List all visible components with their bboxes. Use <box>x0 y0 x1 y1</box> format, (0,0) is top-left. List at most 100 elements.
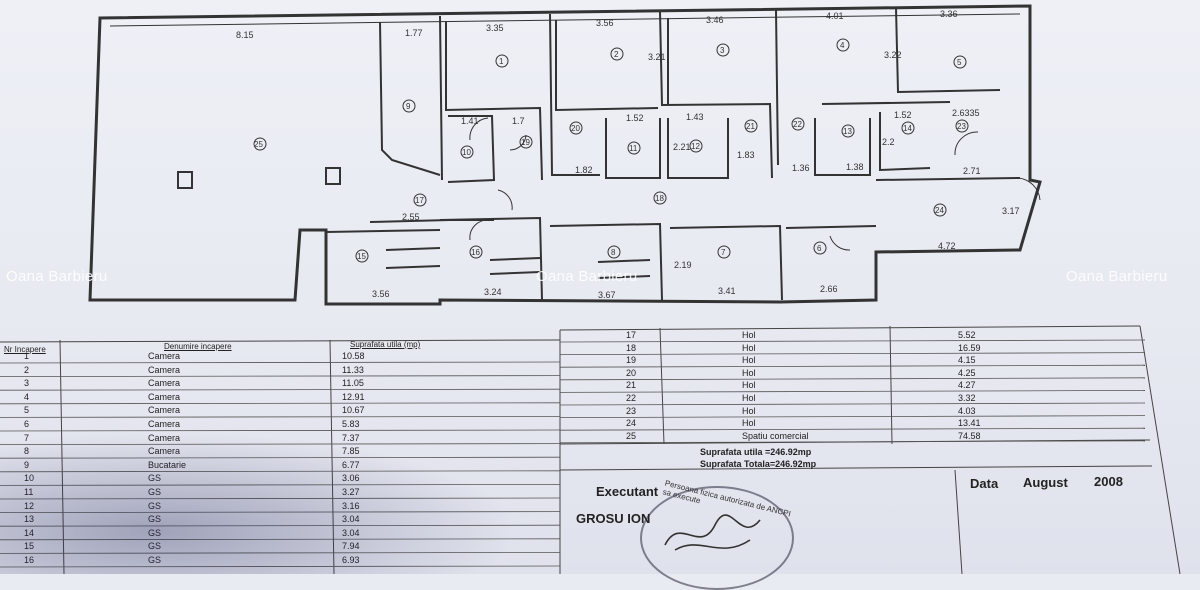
table-cell-name: GS <box>148 487 161 497</box>
dimension-label: 2.2 <box>882 137 895 147</box>
dimension-label: 2.6335 <box>952 108 980 118</box>
table-cell-nr: 18 <box>626 342 637 353</box>
header-area: Suprafata utila (mp) <box>350 340 421 349</box>
signature-scribble <box>664 514 761 551</box>
table-cell-nr: 20 <box>626 367 637 378</box>
dimension-label: 2.55 <box>402 212 420 222</box>
table-cell-area: 10.67 <box>342 405 365 416</box>
table-cell-area: 7.85 <box>342 446 360 456</box>
table-cell-area: 5.52 <box>958 330 976 340</box>
dimension-label: 3.24 <box>484 287 502 297</box>
room-id: 14 <box>903 124 912 133</box>
table-cell-area: 7.37 <box>342 433 360 443</box>
table-cell-nr: 10 <box>24 473 34 483</box>
table-cell-area: 3.04 <box>342 528 360 538</box>
table-cell-nr: 11 <box>24 487 33 497</box>
dimension-label: 2.21 <box>673 142 691 152</box>
table-cell-name: Camera <box>148 378 181 389</box>
table-cell-nr: 14 <box>24 528 34 538</box>
room-id: 22 <box>793 120 802 129</box>
dimension-label: 3.35 <box>486 23 504 33</box>
table-cell-nr: 1 <box>24 351 30 361</box>
dimension-label: 3.56 <box>596 18 614 28</box>
table-cell-area: 5.83 <box>342 419 360 429</box>
room-id: 16 <box>471 248 480 257</box>
table-cell-name: Camera <box>148 446 180 456</box>
table-cell-nr: 24 <box>626 418 637 429</box>
dimension-label: 3.36 <box>940 9 958 19</box>
dimension-label: 3.17 <box>1002 206 1020 216</box>
dimension-label: 1.38 <box>846 162 864 172</box>
dimension-label: 4.01 <box>826 11 844 21</box>
table-cell-name: Hol <box>742 342 756 353</box>
table-cell-name: Camera <box>148 364 181 375</box>
table-cell-area: 6.77 <box>342 460 360 470</box>
table-cell-name: Hol <box>742 393 756 403</box>
table-cell-area: 16.59 <box>958 342 981 353</box>
table-cell-area: 7.94 <box>342 541 360 551</box>
dimension-label: 1.52 <box>894 110 912 120</box>
watermark-right: Oana Barbieru <box>1066 268 1168 285</box>
table-cell-area: 3.06 <box>342 473 360 483</box>
room-id: 10 <box>462 148 471 157</box>
dimension-label: 3.21 <box>648 52 666 62</box>
room-id: 13 <box>843 127 852 136</box>
table-cell-nr: 3 <box>24 378 30 389</box>
table-cell-nr: 7 <box>24 433 29 443</box>
table-cell-name: Camera <box>148 391 181 402</box>
room-id: 20 <box>571 124 580 133</box>
table-cell-area: 3.32 <box>958 393 976 403</box>
watermark-center: Oana Barbieru <box>536 268 638 285</box>
table-cell-name: Hol <box>742 367 756 378</box>
table-cell-name: Camera <box>148 419 181 429</box>
room-id: 12 <box>691 142 700 151</box>
room-id: 6 <box>817 244 822 253</box>
dimension-label: 1.7 <box>512 116 525 126</box>
room-id: 17 <box>415 196 424 205</box>
table-cell-nr: 25 <box>626 430 637 441</box>
table-cell-name: Hol <box>742 355 756 366</box>
table-cell-area: 13.41 <box>958 418 981 429</box>
table-cell-nr: 16 <box>24 555 34 565</box>
dimension-label: 3.46 <box>706 15 724 25</box>
dimension-label: 1.52 <box>626 113 644 123</box>
room-id: 23 <box>957 122 966 131</box>
table-cell-area: 11.33 <box>342 364 364 375</box>
room-id: 2 <box>614 50 619 59</box>
table-cell-name: GS <box>148 541 161 551</box>
table-cell-name: GS <box>148 501 161 511</box>
table-cell-nr: 23 <box>626 405 637 416</box>
table-cell-area: 6.93 <box>342 555 360 565</box>
executant-label: Executant <box>596 484 659 499</box>
total-usable-area: Suprafata utila =246.92mp <box>700 447 812 457</box>
table-cell-name: Camera <box>148 351 181 361</box>
table-cell-nr: 13 <box>24 514 34 524</box>
room-id: 25 <box>254 140 263 149</box>
room-id: 15 <box>357 252 366 261</box>
executant-name: GROSU ION <box>576 511 651 526</box>
table-cell-area: 3.27 <box>342 487 360 497</box>
room-id: 1 <box>499 57 504 66</box>
date-label: Data <box>970 476 999 491</box>
room-id: 24 <box>935 206 944 215</box>
room-id: 21 <box>746 122 755 131</box>
total-area: Suprafata Totala=246.92mp <box>700 459 817 469</box>
table-cell-area: 11.05 <box>342 378 364 389</box>
dimension-label: 1.36 <box>792 163 810 173</box>
dimension-label: 1.41 <box>461 116 479 126</box>
table-cell-nr: 5 <box>24 405 30 416</box>
room-id: 8 <box>611 248 616 257</box>
dimension-label: 1.82 <box>575 165 593 175</box>
table-cell-nr: 22 <box>626 393 637 403</box>
date-month: August <box>1023 475 1068 490</box>
dimension-label: 3.67 <box>598 290 616 300</box>
room-id: 11 <box>629 144 638 153</box>
dimension-label: 2.66 <box>820 284 838 294</box>
table-cell-nr: 4 <box>24 391 30 402</box>
table-cell-name: Spatiu comercial <box>742 430 809 441</box>
table-cell-name: GS <box>148 528 161 538</box>
dimension-label: 3.41 <box>718 286 736 296</box>
dimension-label: 1.77 <box>405 28 423 38</box>
table-cell-name: GS <box>148 473 161 483</box>
